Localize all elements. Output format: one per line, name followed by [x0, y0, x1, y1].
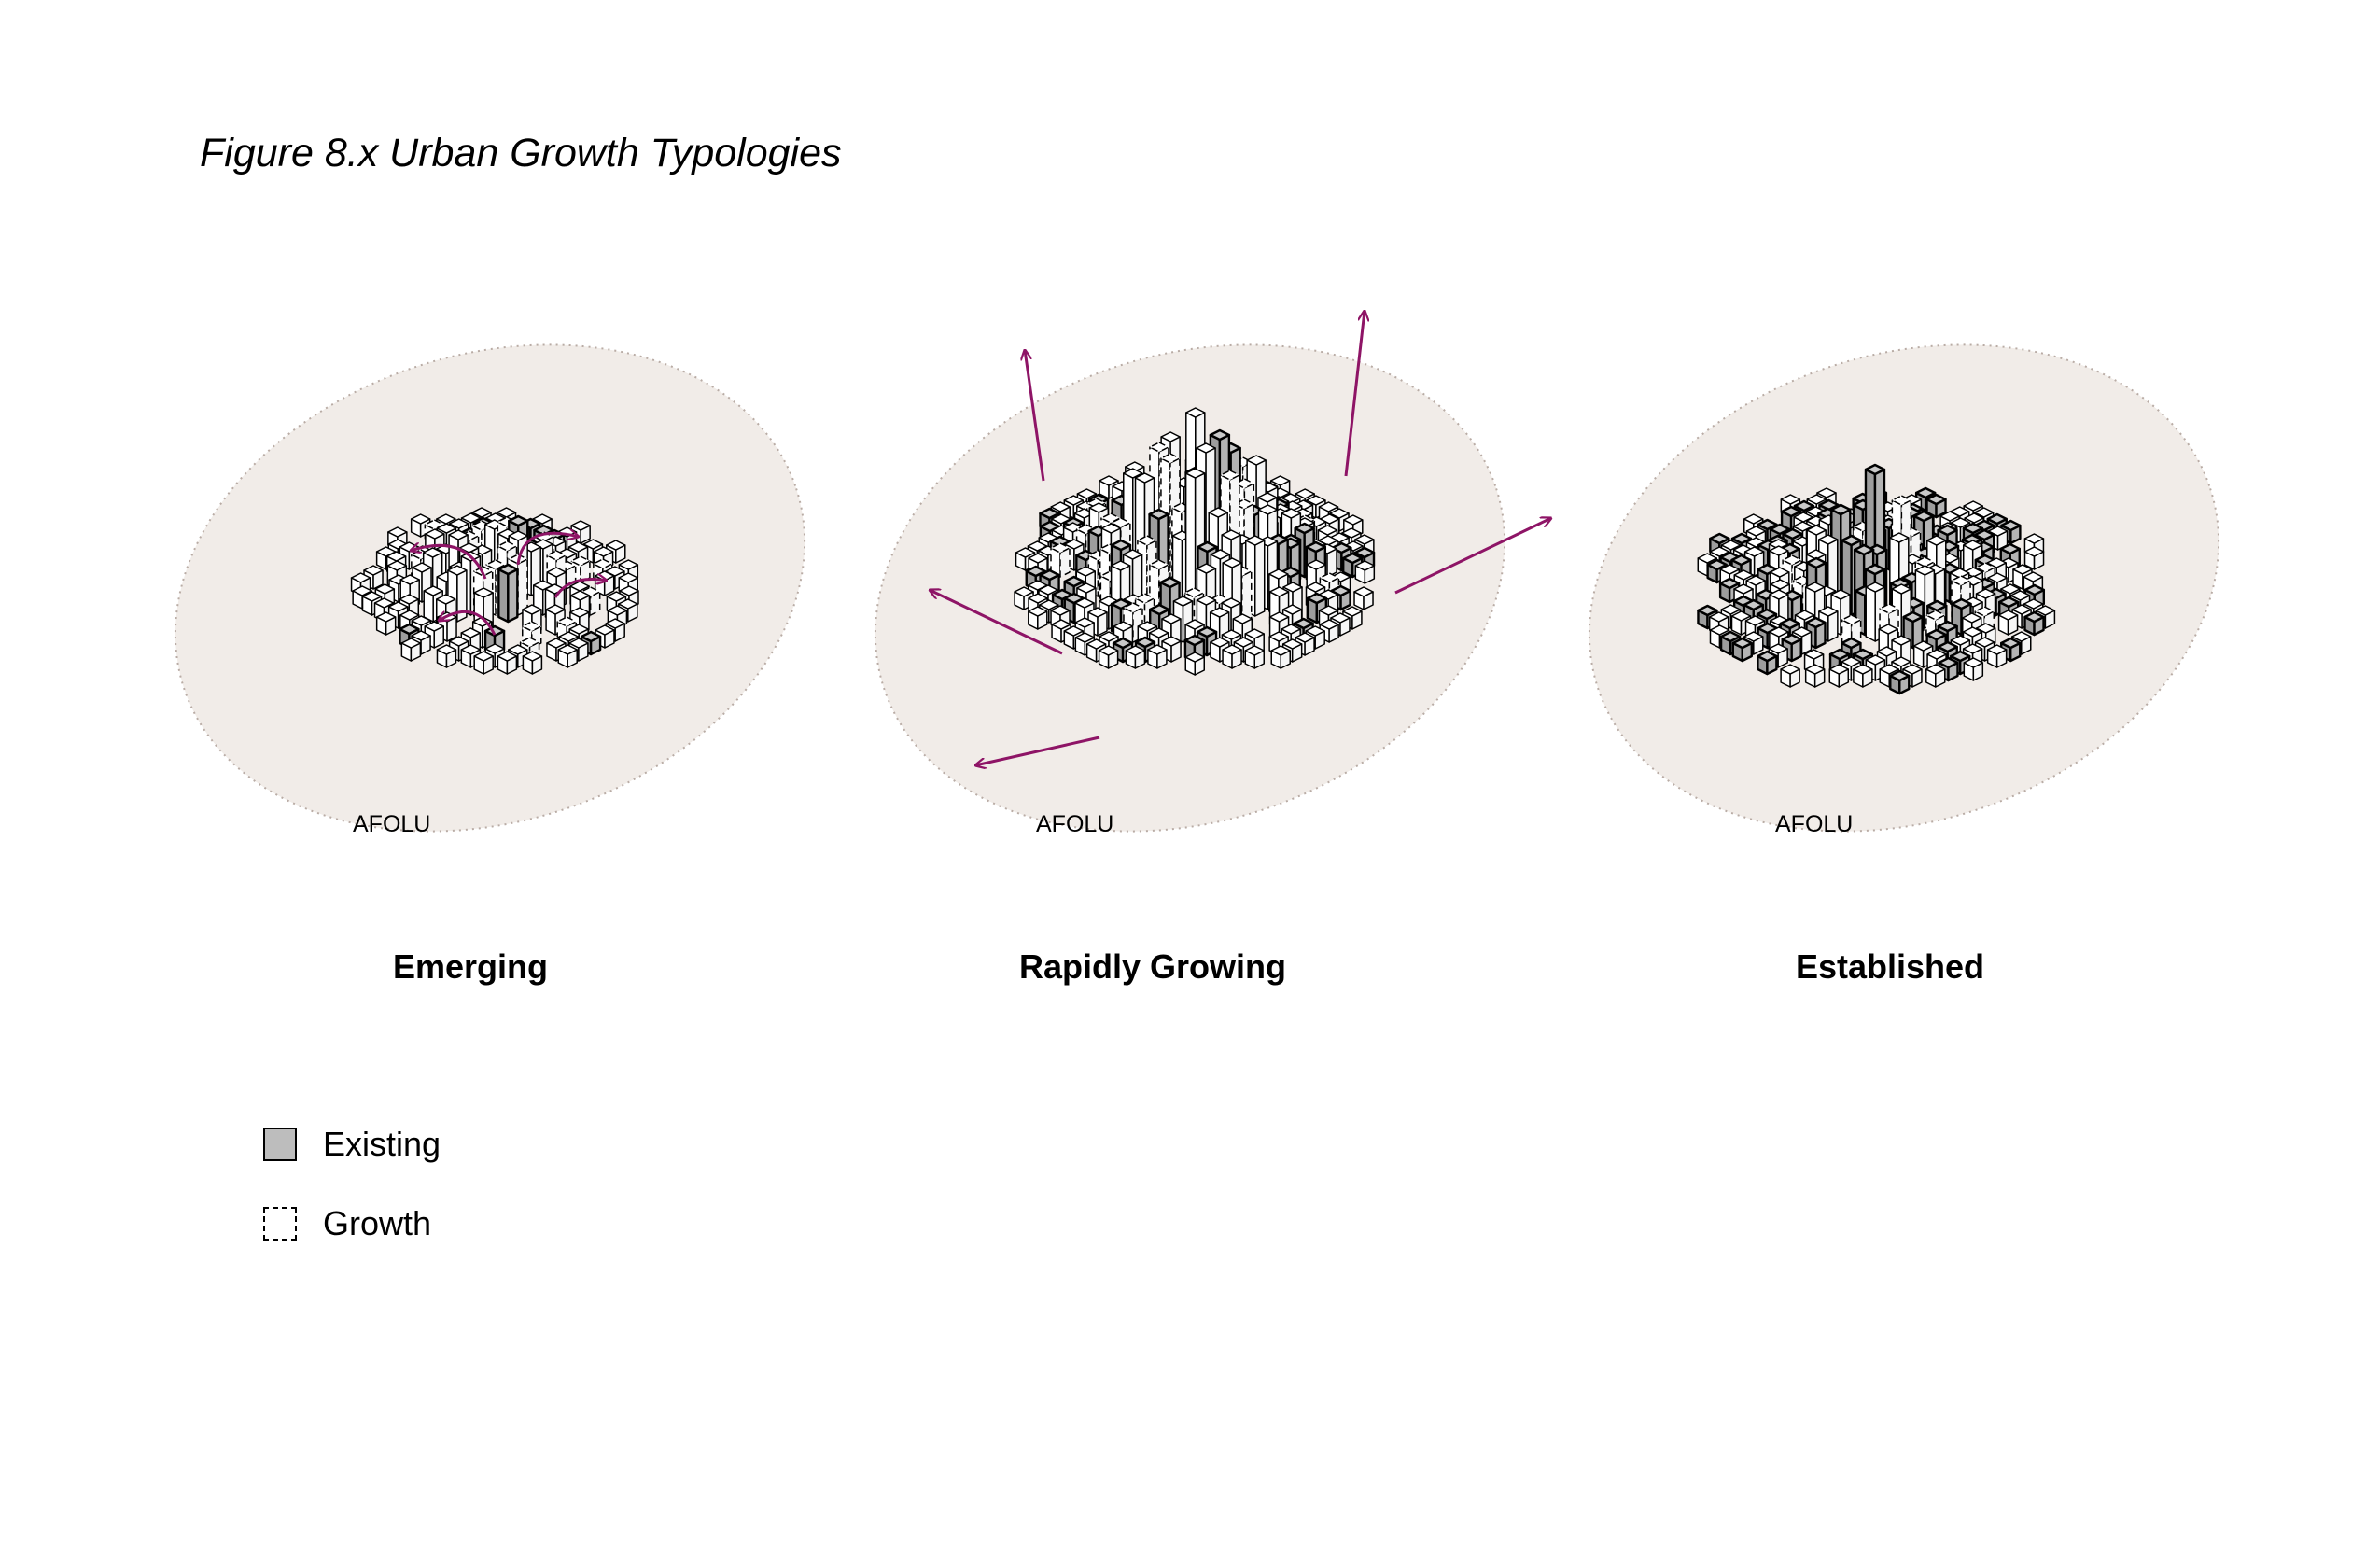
existing-building	[1757, 650, 1778, 676]
building	[1184, 652, 1205, 676]
growth-arrow	[1025, 350, 1045, 482]
building	[1986, 644, 2008, 668]
building	[1270, 645, 1291, 669]
building	[1925, 664, 1946, 688]
growth-swatch	[263, 1207, 297, 1241]
caption-rapidly-growing: Rapidly Growing	[1018, 947, 1287, 986]
building	[522, 651, 543, 675]
building	[436, 644, 457, 668]
growth-arrows	[411, 533, 607, 636]
building	[1804, 664, 1826, 688]
legend-item-existing: Existing	[263, 1125, 441, 1164]
building	[606, 540, 626, 564]
caption-emerging: Emerging	[392, 947, 549, 986]
building	[1780, 664, 1800, 688]
afolu-label: AFOLU	[1775, 811, 1853, 837]
building	[1147, 644, 1168, 669]
growth-arrow	[975, 736, 1100, 765]
growth-arrow	[1344, 311, 1365, 477]
growth-building	[1050, 542, 1071, 578]
panel-rapidly-growing: AFOLU	[874, 267, 1569, 837]
growth-arrow	[553, 579, 607, 598]
afolu-label: AFOLU	[1036, 811, 1113, 837]
building	[497, 651, 518, 675]
existing-swatch	[263, 1128, 297, 1161]
growth-arrows	[930, 311, 1551, 765]
legend-item-growth: Growth	[263, 1204, 431, 1243]
building-blocks	[1697, 463, 2056, 695]
building	[1244, 645, 1266, 669]
building	[1353, 586, 1374, 610]
building-blocks	[1014, 407, 1376, 676]
building	[1997, 610, 2019, 636]
building	[1028, 606, 1048, 630]
existing-building	[2023, 610, 2045, 637]
afolu-label: AFOLU	[353, 811, 430, 837]
existing-building	[1731, 637, 1753, 663]
building	[1098, 645, 1119, 669]
building	[375, 611, 397, 636]
existing-building	[497, 563, 519, 624]
existing-building	[1112, 637, 1134, 664]
growth-arrow	[439, 610, 497, 636]
building	[1330, 612, 1351, 637]
growth-arrow	[930, 590, 1063, 655]
figure-title: Figure 8.x Urban Growth Typologies	[200, 131, 842, 175]
existing-building	[1889, 669, 1911, 695]
existing-building	[1925, 493, 1947, 519]
building	[1963, 657, 1984, 681]
legend-label: Existing	[323, 1125, 441, 1163]
building	[1853, 664, 1873, 688]
building	[400, 638, 422, 662]
caption-established: Established	[1795, 947, 1985, 986]
panel-established: AFOLU	[1588, 343, 2220, 837]
building	[473, 651, 494, 675]
growth-arrow	[516, 533, 579, 566]
building	[1912, 640, 1934, 668]
building	[1828, 664, 1850, 688]
legend-label: Growth	[323, 1204, 432, 1242]
panel-emerging: AFOLU	[174, 343, 806, 837]
building	[2023, 546, 2045, 570]
growth-arrow	[411, 545, 487, 580]
building	[545, 604, 566, 636]
building	[1125, 645, 1146, 669]
growth-arrow	[1394, 518, 1551, 595]
building	[1354, 560, 1376, 584]
building	[557, 644, 578, 668]
building	[1222, 644, 1242, 669]
